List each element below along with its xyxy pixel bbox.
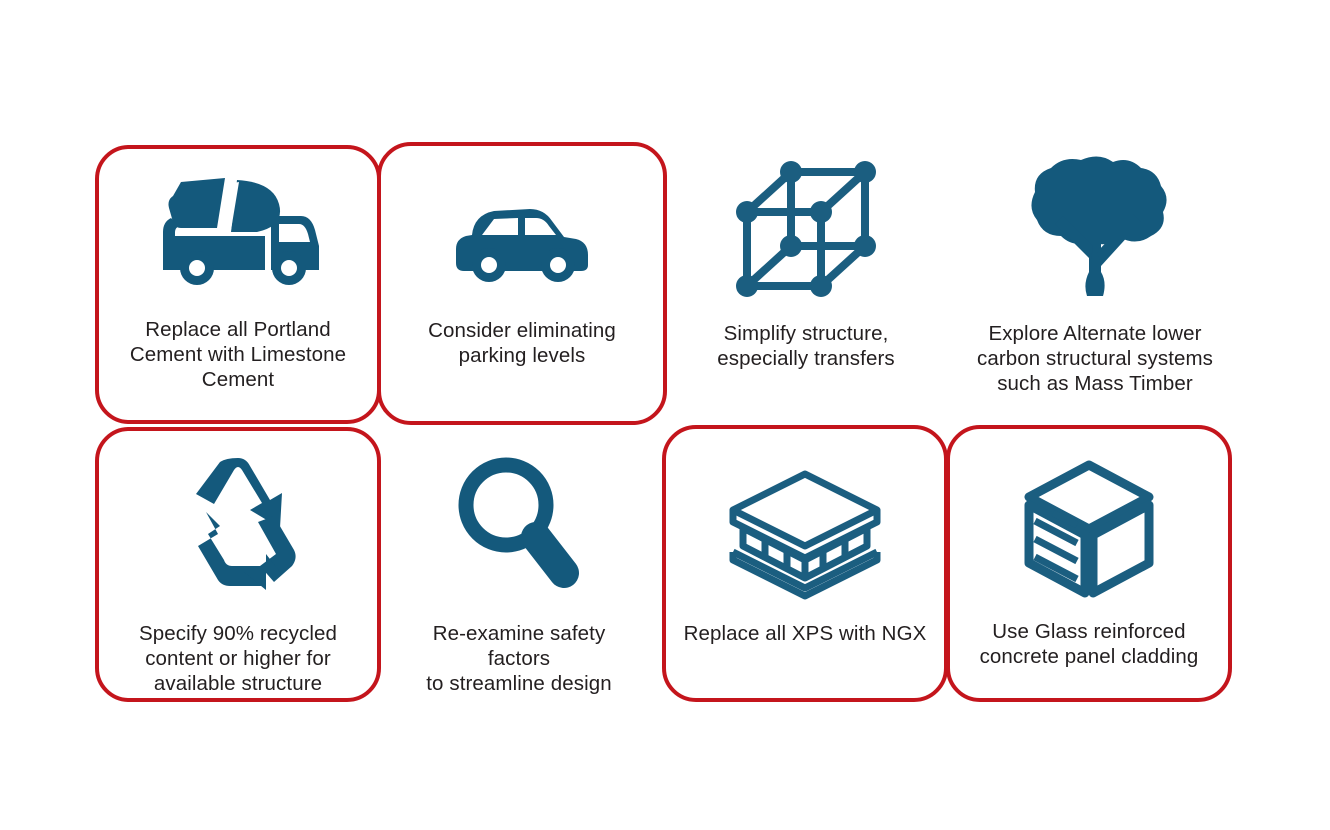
card-use-grc-panel-cladding[interactable]: Use Glass reinforced concrete panel clad… [946,425,1232,702]
card-label: Specify 90% recycled content or higher f… [139,622,337,695]
cement-mixer-truck-icon [99,169,377,299]
card-specify-recycled-content[interactable]: Specify 90% recycled content or higher f… [95,427,381,702]
car-icon [381,184,663,304]
card-simplify-structure[interactable]: Simplify structure, especially transfers [681,145,931,424]
card-label: Consider eliminating parking levels [428,319,616,367]
layered-panel-icon [666,459,944,609]
card-replace-portland-cement[interactable]: Replace all Portland Cement with Limesto… [95,145,381,424]
card-eliminate-parking-levels[interactable]: Consider eliminating parking levels [377,142,667,425]
card-label: Re-examine safety factors to streamline … [426,622,612,695]
card-label: Explore Alternate lower carbon structura… [976,322,1214,395]
cube-node-lattice-icon [685,149,927,309]
card-label: Replace all XPS with NGX [683,622,927,645]
magnifying-glass-icon [394,447,644,597]
recycle-icon [99,447,377,597]
card-explore-alternate-systems[interactable]: Explore Alternate lower carbon structura… [955,145,1235,424]
card-label: Use Glass reinforced concrete panel clad… [979,620,1199,668]
card-label: Simplify structure, especially transfers [717,322,895,370]
card-re-examine-safety-factors[interactable]: Re-examine safety factors to streamline … [390,427,648,702]
glass-concrete-cube-icon [950,455,1228,605]
card-replace-xps-with-ngx[interactable]: Replace all XPS with NGX [662,425,948,702]
card-label: Replace all Portland Cement with Limesto… [129,318,347,391]
tree-icon [959,149,1231,309]
